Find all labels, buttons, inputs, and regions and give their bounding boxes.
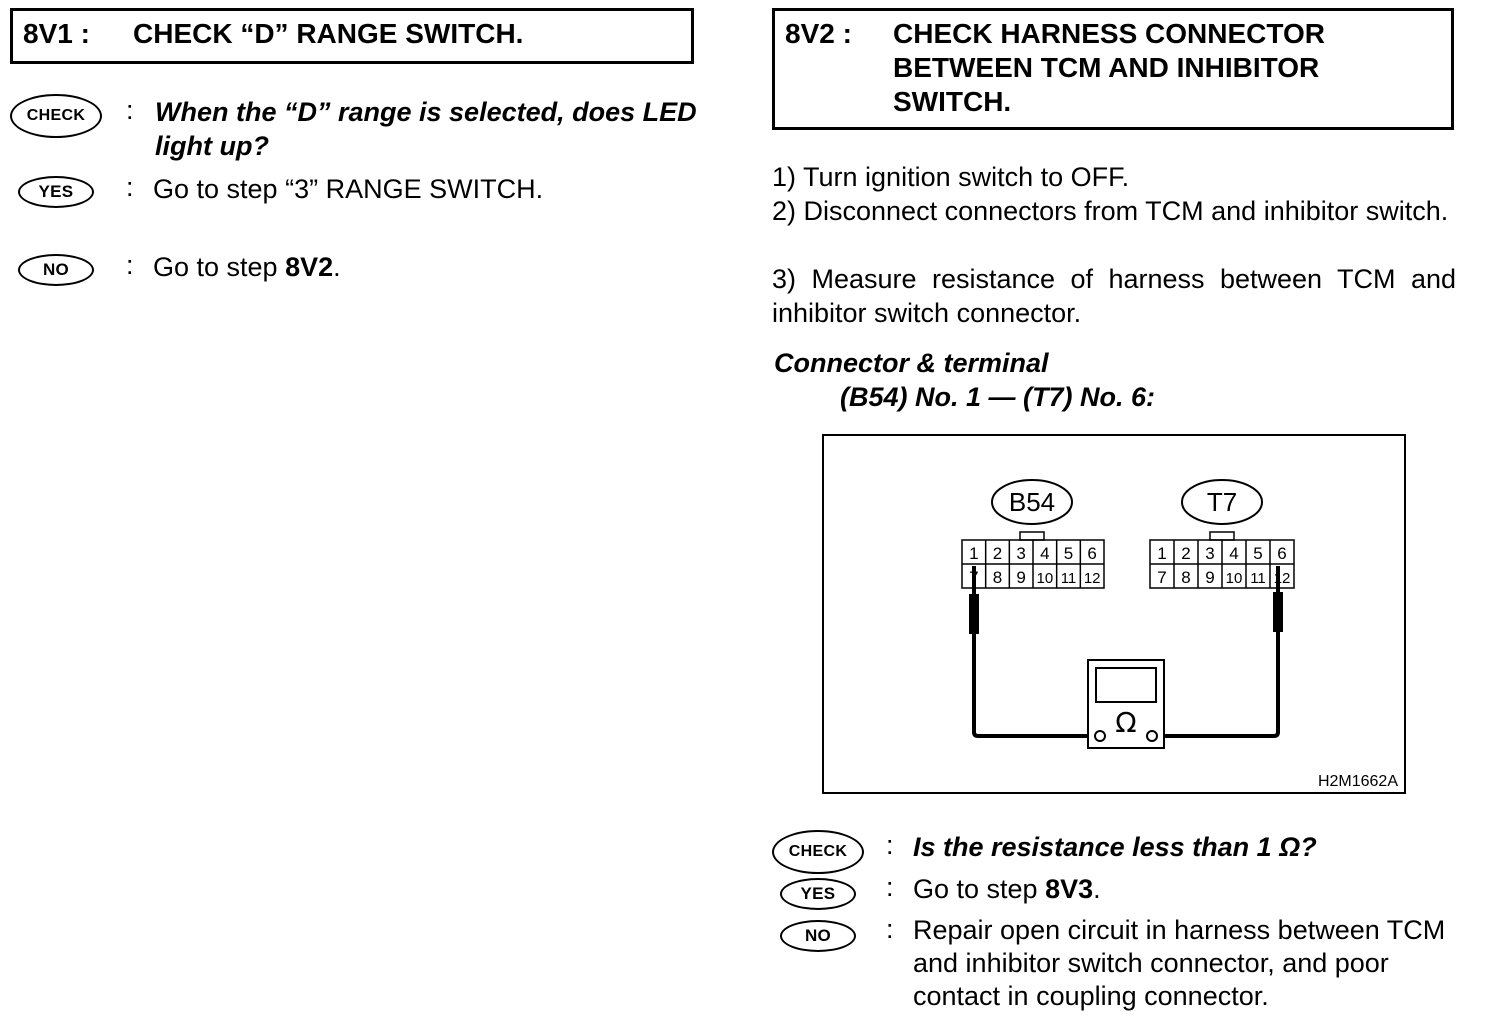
ohmmeter: Ω xyxy=(1087,659,1165,749)
step-title: CHECK “D” RANGE SWITCH. xyxy=(133,18,524,49)
colon: : xyxy=(886,872,894,902)
t7-terminal-6: 6 xyxy=(1277,544,1286,563)
colon: : xyxy=(886,914,894,944)
t7-terminal-5: 5 xyxy=(1253,544,1262,563)
step-8v1-header: 8V1 : CHECK “D” RANGE SWITCH. xyxy=(10,8,694,64)
b54-terminal-4: 4 xyxy=(1040,544,1049,563)
b54-terminal-11: 11 xyxy=(1061,570,1077,587)
meter-terminal xyxy=(1146,730,1158,742)
procedure-step-2: 2) Disconnect connectors from TCM and in… xyxy=(772,196,1449,226)
b54-terminal-6: 6 xyxy=(1087,544,1096,563)
t7-terminal-4: 4 xyxy=(1229,544,1238,563)
no-answer-suffix: . xyxy=(333,252,341,282)
b54-terminal-10: 10 xyxy=(1036,570,1053,587)
b54-terminal-1: 1 xyxy=(969,544,978,563)
connector-heading: Connector & terminal xyxy=(774,348,1049,378)
connector-spec: (B54) No. 1 — (T7) No. 6: xyxy=(840,382,1156,412)
b54-terminal-12: 12 xyxy=(1084,570,1101,587)
b54-terminal-5: 5 xyxy=(1064,544,1073,563)
t7-terminal-1: 1 xyxy=(1157,544,1166,563)
no-answer: Go to step 8V2. xyxy=(153,250,701,284)
check-badge: CHECK xyxy=(10,94,102,138)
connector-b-label: T7 xyxy=(1207,487,1237,517)
probe-right xyxy=(1273,566,1283,732)
yes-answer-prefix: Go to step xyxy=(913,874,1046,904)
step-8v2-header: 8V2 : CHECK HARNESS CONNECTOR BETWEEN TC… xyxy=(772,8,1454,130)
step-link-8v3[interactable]: 8V3 xyxy=(1045,874,1094,904)
no-answer-prefix: Go to step xyxy=(153,252,286,282)
colon: : xyxy=(126,172,134,202)
check-question: Is the resistance less than 1 Ω? xyxy=(913,832,1317,862)
yes-answer-suffix: . xyxy=(1093,874,1101,904)
step-link-8v2[interactable]: 8V2 xyxy=(285,252,334,282)
no-badge: NO xyxy=(18,254,94,286)
yes-badge: YES xyxy=(780,878,856,910)
step-code: 8V2 : xyxy=(785,18,852,49)
t7-terminal-8: 8 xyxy=(1181,568,1190,587)
connector-label-oval xyxy=(1181,479,1263,525)
connector-a-label: B54 xyxy=(1009,487,1055,517)
yes-badge: YES xyxy=(18,176,94,208)
meter-terminal xyxy=(1094,730,1106,742)
procedure-step-3: 3) Measure resistance of harness between… xyxy=(772,264,1456,328)
t7-terminal-3: 3 xyxy=(1205,544,1214,563)
connector-label-oval xyxy=(991,479,1073,525)
check-badge: CHECK xyxy=(772,830,864,874)
ohm-symbol: Ω xyxy=(1115,706,1136,739)
t7-terminal-10: 10 xyxy=(1226,570,1243,587)
t7-terminal-7: 7 xyxy=(1157,568,1166,587)
b54-terminal-8: 8 xyxy=(993,568,1002,587)
yes-answer: Go to step “3” RANGE SWITCH. xyxy=(153,174,544,204)
no-badge: NO xyxy=(780,920,856,952)
t7-terminal-2: 2 xyxy=(1181,544,1190,563)
step-code: 8V1 : xyxy=(23,18,90,49)
b54-terminal-3: 3 xyxy=(1016,544,1025,563)
lead-wire-left xyxy=(972,731,1096,738)
colon: : xyxy=(886,830,894,860)
meter-display xyxy=(1095,667,1157,703)
figure-id: H2M1662A xyxy=(1318,773,1398,790)
procedure-step-1: 1) Turn ignition switch to OFF. xyxy=(772,162,1130,192)
b54-terminal-2: 2 xyxy=(993,544,1002,563)
no-answer: Repair open circuit in harness between T… xyxy=(913,915,1446,1011)
check-question: When the “D” range is selected, does LED… xyxy=(155,97,697,161)
b54-terminal-9: 9 xyxy=(1016,568,1025,587)
yes-answer: Go to step 8V3. xyxy=(913,872,1457,906)
lead-wire-right xyxy=(1158,731,1280,738)
t7-terminal-11: 11 xyxy=(1250,570,1266,587)
colon: : xyxy=(126,250,134,280)
colon: : xyxy=(126,95,134,125)
step-title: CHECK HARNESS CONNECTOR BETWEEN TCM AND … xyxy=(893,18,1325,117)
probe-left xyxy=(969,566,979,732)
t7-terminal-9: 9 xyxy=(1205,568,1214,587)
